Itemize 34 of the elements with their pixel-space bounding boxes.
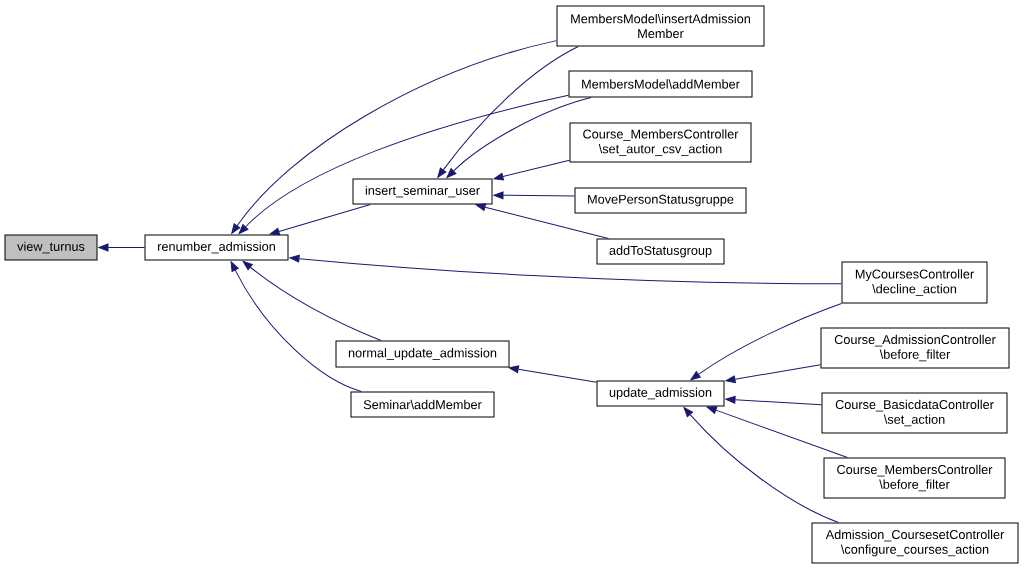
- function-box: Seminar\addMember: [350, 391, 495, 418]
- call-arrow: [446, 97, 592, 178]
- function-box: Course_MembersController \set_autor_csv_action: [569, 122, 752, 163]
- function-box: insert_seminar_user: [352, 178, 493, 205]
- function-box: addToStatusgroup: [596, 238, 725, 265]
- call-arrow: [725, 395, 822, 406]
- call-arrow: [706, 406, 848, 458]
- function-box: renumber_admission: [144, 234, 289, 261]
- call-arrow: [725, 364, 821, 384]
- call-arrow: [475, 203, 609, 239]
- call-arrow: [230, 261, 362, 392]
- function-box: MyCoursesController \decline_action: [841, 261, 988, 304]
- call-arrow: [493, 159, 570, 181]
- call-arrow: [437, 46, 579, 178]
- selected-function-box: view_turnus: [4, 234, 98, 261]
- function-box: normal_update_admission: [335, 340, 510, 368]
- call-arrow: [508, 365, 597, 383]
- call-arrow: [683, 407, 839, 523]
- function-box: Course_BasicdataController \set_action: [821, 392, 1008, 434]
- call-arrow: [238, 94, 569, 234]
- call-arrow: [289, 254, 842, 285]
- function-box: Course_AdmissionController \before_filter: [820, 327, 1010, 369]
- function-box: MembersModel\insertAdmission Member: [556, 5, 765, 47]
- call-arrow: [231, 40, 557, 234]
- function-box: update_admission: [596, 380, 725, 407]
- call-arrow: [690, 302, 842, 381]
- function-box: Course_MembersController \before_filter: [823, 457, 1006, 499]
- function-box: Admission_CoursesetController \configure_courses_action: [811, 522, 1019, 564]
- call-arrow: [242, 260, 382, 341]
- function-box: MembersModel\addMember: [568, 70, 753, 98]
- function-box: MovePersonStatusgruppe: [574, 187, 747, 214]
- call-arrow: [98, 243, 145, 252]
- call-arrow: [269, 204, 371, 236]
- call-arrow: [493, 191, 575, 200]
